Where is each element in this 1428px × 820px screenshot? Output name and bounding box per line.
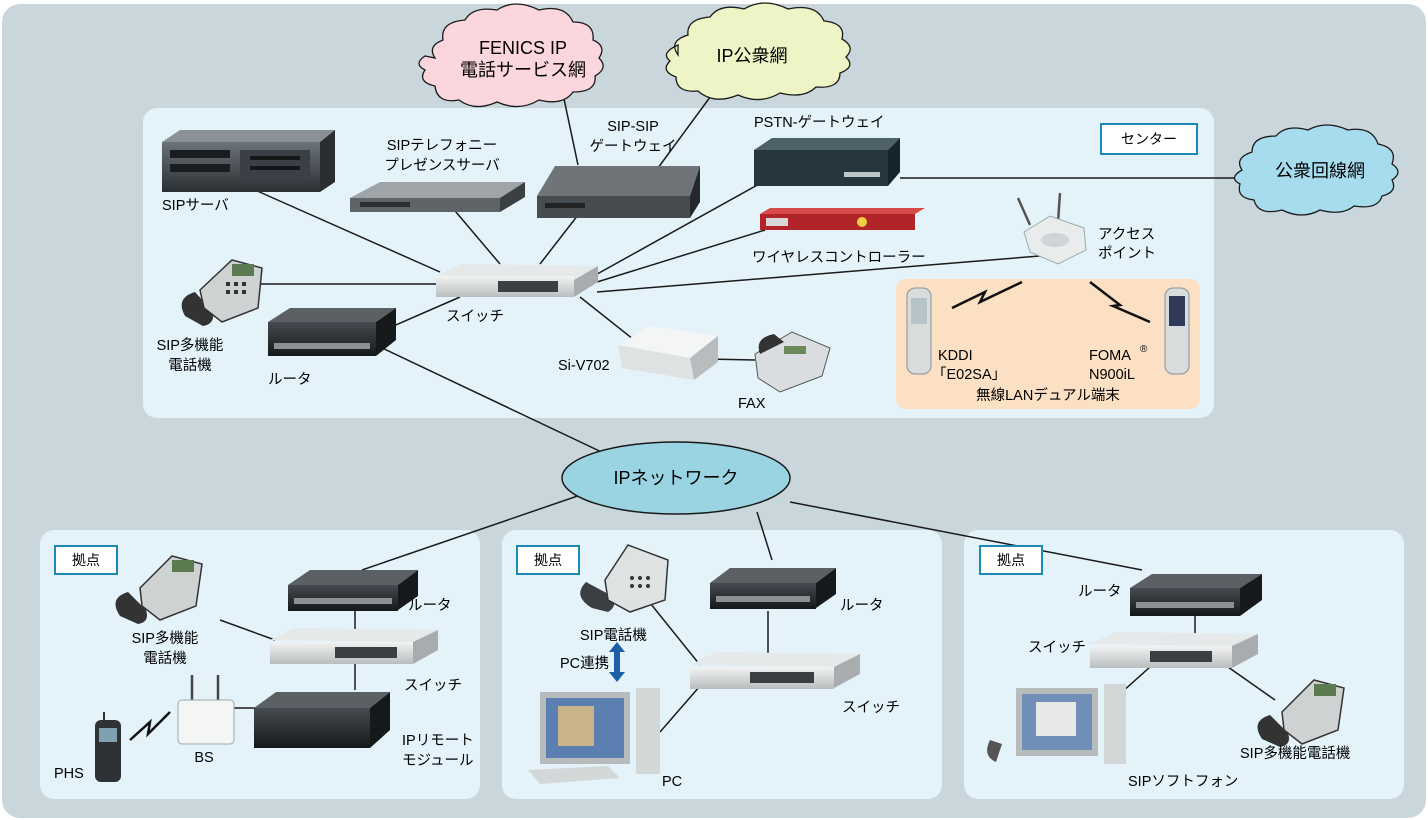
tag-site2 (516, 545, 580, 575)
site1-remote-label-1: IPリモート (402, 733, 474, 749)
cloud-fenics-line1: FENICS IP (479, 38, 567, 58)
kddi-label-1: KDDI (938, 348, 973, 364)
site2-router-label: ルータ (840, 597, 884, 614)
tag-center (1100, 123, 1198, 155)
access-point-device (1016, 192, 1087, 265)
pstn-gateway-device (754, 138, 900, 186)
site3-switch-label: スイッチ (1028, 640, 1086, 656)
tag-site1 (54, 545, 118, 575)
site1-phs-label: PHS (54, 766, 84, 782)
wireless-bolt-kddi (951, 280, 1023, 310)
site1-phone-label-1: SIP多機能 (132, 630, 199, 647)
ip-network (561, 441, 791, 515)
pc-link-arrow (609, 642, 625, 682)
center-router-device (268, 308, 396, 356)
site1-remote-label-2: モジュール (402, 753, 474, 769)
site2-switch-device (690, 652, 860, 689)
cloud-ip-public-label: IP公衆網 (716, 46, 787, 66)
cloud-ip-public (665, 2, 851, 101)
site1-bs-label: BS (194, 750, 213, 766)
site1-switch-label: スイッチ (404, 678, 462, 694)
site1-router-label: ルータ (408, 597, 452, 614)
cloud-fenics (418, 3, 604, 108)
sipsip-gateway-label-1: SIP-SIP (607, 119, 659, 135)
connection-lines (219, 69, 1276, 733)
foma-registered-mark: ® (1140, 344, 1148, 355)
wireless-controller-label: ワイヤレスコントローラー (752, 250, 926, 266)
site3-softphone-label: SIPソフトフォン (1128, 774, 1238, 790)
access-point-label-1: アクセス (1098, 226, 1155, 243)
site2-sip-phone-label: SIP電話機 (580, 627, 647, 644)
site1-phone-label-2: 電話機 (143, 650, 187, 667)
site3-switch-device (1090, 632, 1258, 668)
presence-server-device (350, 182, 525, 212)
foma-label-2: N900iL (1089, 367, 1135, 383)
kddi-phone-device (906, 287, 932, 375)
tag-site3 (979, 545, 1043, 575)
site1-bs-device (177, 675, 235, 745)
center-switch-label: スイッチ (446, 309, 504, 325)
site1-sip-phone-device (115, 555, 203, 624)
wireless-controller-device (760, 208, 925, 230)
ip-network-label: IPネットワーク (613, 468, 738, 488)
cloud-pstn-public (1233, 124, 1399, 216)
siv702-label: Si-V702 (558, 358, 610, 374)
site2-sip-phone-device (580, 544, 669, 613)
siv702-device (618, 326, 718, 380)
site3-sip-phone-device (1257, 679, 1345, 747)
sipsip-gateway-label-2: ゲートウェイ (590, 138, 677, 155)
fax-device (754, 331, 831, 393)
site3-router-label: ルータ (1078, 583, 1122, 600)
wireless-bolt-phs (129, 711, 171, 741)
center-sip-phone-label-2: 電話機 (168, 357, 212, 374)
presence-server-label-2: プレゼンスサーバ (384, 157, 500, 174)
tag-site1-label: 拠点 (72, 552, 100, 568)
sip-server-label: SIPサーバ (162, 198, 229, 214)
pstn-gateway-label: PSTN-ゲートウェイ (754, 114, 885, 131)
fax-label: FAX (738, 396, 766, 412)
site2-pc-device (528, 688, 660, 784)
site2-router-device (710, 568, 836, 609)
site3-router-device (1130, 574, 1262, 616)
site3-pc-device (987, 684, 1126, 764)
site1-switch-device (270, 628, 438, 664)
center-router-label: ルータ (268, 371, 312, 388)
sipsip-gateway-device (537, 166, 700, 218)
center-sip-phone-device (181, 259, 263, 326)
kddi-label-2: 「E02SA」 (932, 366, 1006, 383)
presence-server-label-1: SIPテレフォニー (387, 138, 497, 154)
access-point-label-2: ポイント (1098, 245, 1156, 262)
tag-site3-label: 拠点 (997, 552, 1025, 568)
site2-switch-label: スイッチ (842, 700, 900, 716)
site2-pc-label: PC (662, 774, 682, 790)
center-sip-phone-label-1: SIP多機能 (157, 337, 224, 354)
site1-phs-device (95, 712, 121, 782)
site1-remote-module-device (254, 692, 390, 748)
cloud-fenics-line2: 電話サービス網 (460, 60, 586, 80)
dual-terminal-label: 無線LANデュアル端末 (976, 386, 1120, 404)
wireless-bolt-foma (1089, 281, 1151, 324)
sip-server-device (162, 130, 335, 192)
foma-phone-device (1164, 287, 1190, 375)
center-switch-device (436, 264, 598, 297)
tag-center-label: センター (1121, 131, 1177, 147)
site1-router-device (288, 570, 418, 611)
site2-pc-link-label: PC連携 (560, 655, 609, 672)
site3-sip-phone-label: SIP多機能電話機 (1240, 745, 1350, 762)
foma-label-1: FOMA (1089, 348, 1131, 364)
cloud-pstn-label: 公衆回線網 (1275, 161, 1365, 181)
tag-site2-label: 拠点 (534, 552, 562, 568)
